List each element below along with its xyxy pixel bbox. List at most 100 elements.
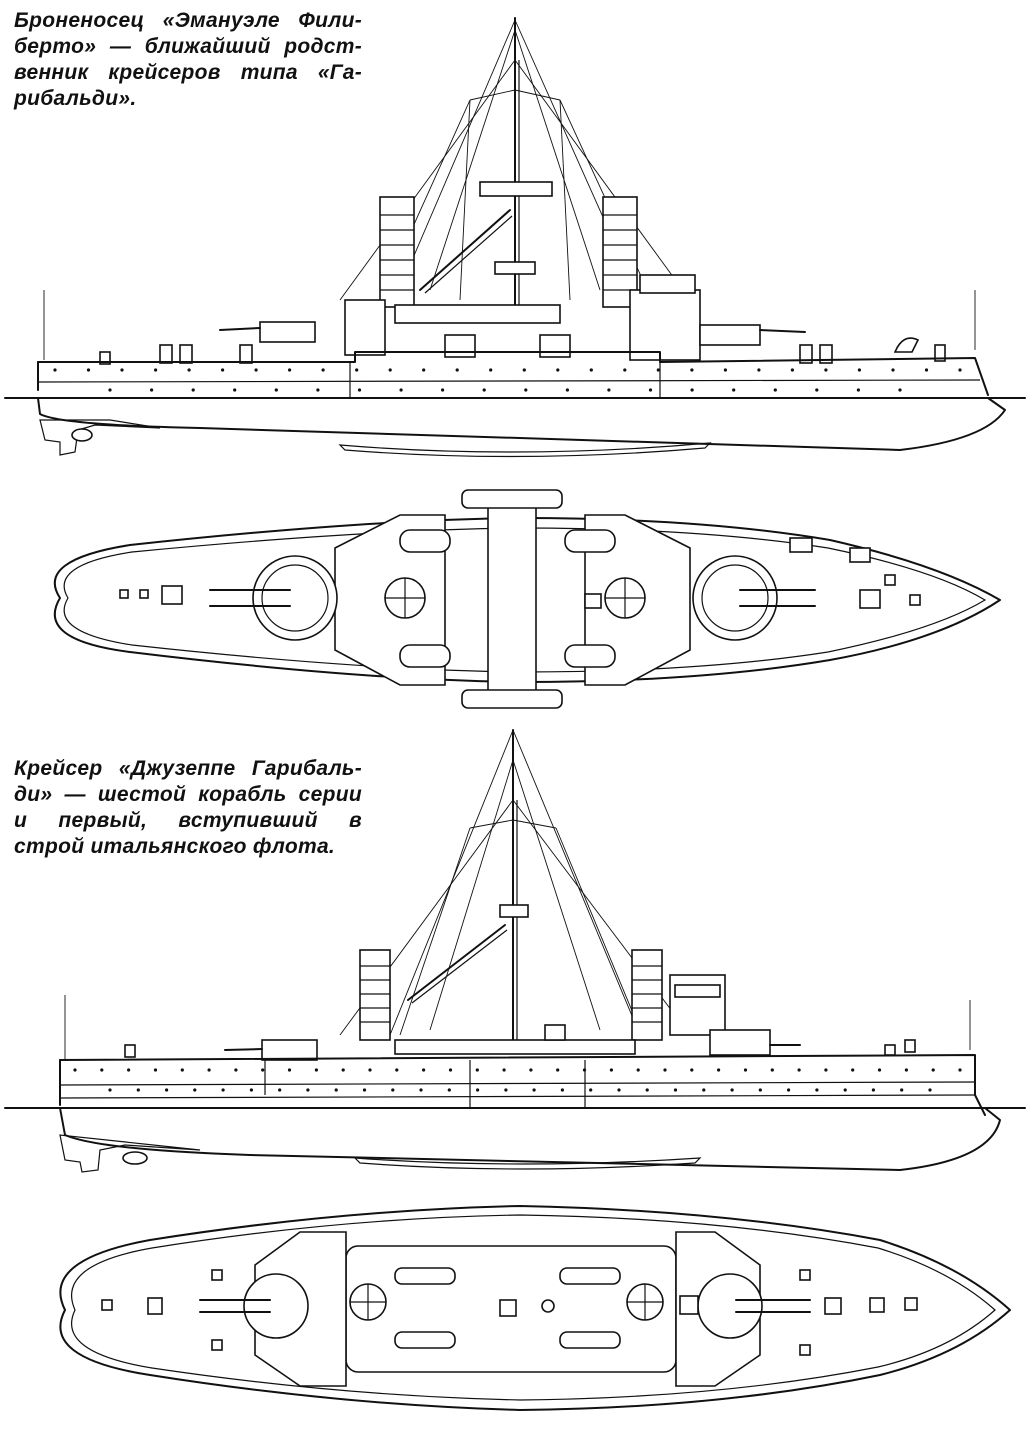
porthole	[180, 1068, 184, 1072]
porthole	[898, 388, 902, 392]
battleship-turret-aft	[692, 555, 816, 641]
porthole	[362, 1088, 367, 1092]
porthole	[288, 368, 292, 372]
porthole	[233, 388, 237, 392]
porthole	[609, 1068, 614, 1072]
porthole	[321, 368, 325, 372]
cruiser-hull	[4, 1054, 1026, 1173]
battleship-turret-fore	[209, 555, 338, 641]
porthole	[504, 1088, 508, 1092]
porthole	[900, 1088, 904, 1092]
porthole	[717, 1068, 721, 1072]
porthole	[154, 368, 158, 372]
porthole	[314, 1068, 318, 1072]
porthole	[787, 1088, 791, 1092]
cruiser-boats	[394, 1267, 621, 1349]
porthole	[100, 1068, 104, 1072]
battleship-funnel-aft	[602, 196, 638, 308]
porthole	[617, 1088, 621, 1092]
battleship-caption-line: венник крейсеров типа «Га-	[14, 61, 362, 84]
porthole	[730, 1088, 734, 1092]
porthole	[690, 368, 694, 372]
battleship-deck-fittings	[119, 537, 921, 609]
porthole	[422, 1068, 426, 1072]
porthole	[388, 368, 392, 372]
cruiser-plan-drawing	[59, 1205, 1011, 1411]
porthole	[773, 388, 777, 392]
porthole	[891, 368, 895, 372]
porthole	[663, 1068, 667, 1072]
porthole	[187, 368, 191, 372]
cruiser-caption-line: строй итальянского флота.	[14, 835, 336, 858]
cruiser-portholes	[73, 1068, 962, 1092]
porthole	[399, 388, 403, 392]
porthole	[475, 1068, 479, 1072]
cruiser-superstructure	[124, 974, 916, 1061]
porthole	[355, 368, 359, 372]
porthole	[851, 1068, 855, 1072]
battleship-plan-drawing	[54, 489, 1001, 709]
porthole	[422, 368, 426, 372]
battleship-caption: Броненосец «Эмануэле Фили- берто» — ближ…	[14, 8, 362, 112]
cruiser-profile-drawing	[4, 729, 1026, 1173]
porthole	[824, 368, 828, 372]
porthole	[221, 368, 225, 372]
porthole	[924, 368, 929, 372]
porthole	[797, 1068, 801, 1072]
porthole	[904, 1068, 909, 1072]
battleship-portholes	[53, 368, 962, 392]
porthole	[391, 1088, 395, 1092]
porthole	[108, 1088, 112, 1092]
battleship-mast	[419, 17, 553, 313]
porthole	[193, 1088, 197, 1092]
porthole	[207, 1068, 211, 1072]
porthole	[589, 368, 593, 372]
porthole	[395, 1068, 399, 1072]
porthole	[815, 388, 819, 392]
porthole	[560, 1088, 565, 1092]
porthole	[234, 1068, 238, 1072]
porthole	[368, 1068, 372, 1072]
cruiser-funnel-aft	[631, 949, 663, 1041]
porthole	[522, 368, 526, 372]
porthole	[120, 368, 124, 372]
porthole	[153, 1068, 158, 1072]
porthole	[165, 1088, 169, 1092]
porthole	[287, 1068, 292, 1072]
porthole	[770, 1068, 774, 1072]
porthole	[334, 1088, 338, 1092]
cruiser-caption-line: Крейсер «Джузеппе Гарибаль-	[14, 757, 362, 780]
cruiser-caption: Крейсер «Джузеппе Гарибаль- ди» — шестой…	[14, 756, 362, 860]
battleship-superstructure	[99, 274, 946, 365]
porthole	[86, 368, 91, 372]
porthole	[723, 368, 728, 372]
porthole	[648, 388, 653, 392]
porthole	[645, 1088, 649, 1092]
porthole	[441, 388, 445, 392]
porthole	[958, 1068, 962, 1072]
battleship-profile-drawing	[4, 17, 1026, 458]
porthole	[448, 1068, 453, 1072]
porthole	[732, 388, 736, 392]
porthole	[582, 1068, 587, 1072]
porthole	[556, 1068, 560, 1072]
porthole	[532, 1088, 536, 1092]
porthole	[502, 1068, 506, 1072]
battleship-boats	[399, 529, 616, 668]
porthole	[191, 388, 195, 392]
porthole	[249, 1088, 253, 1092]
porthole	[524, 388, 528, 392]
porthole	[857, 368, 862, 372]
porthole	[529, 1068, 533, 1072]
porthole	[73, 1068, 77, 1072]
cruiser-caption-line: и первый, вступивший в	[14, 809, 362, 832]
cruiser-mast	[407, 729, 529, 1046]
cruiser-funnel-fore	[359, 949, 391, 1041]
porthole	[636, 1068, 640, 1072]
porthole	[278, 1088, 282, 1092]
cruiser-deck-fittings	[101, 1269, 918, 1356]
porthole	[306, 1088, 310, 1092]
porthole	[958, 368, 962, 372]
